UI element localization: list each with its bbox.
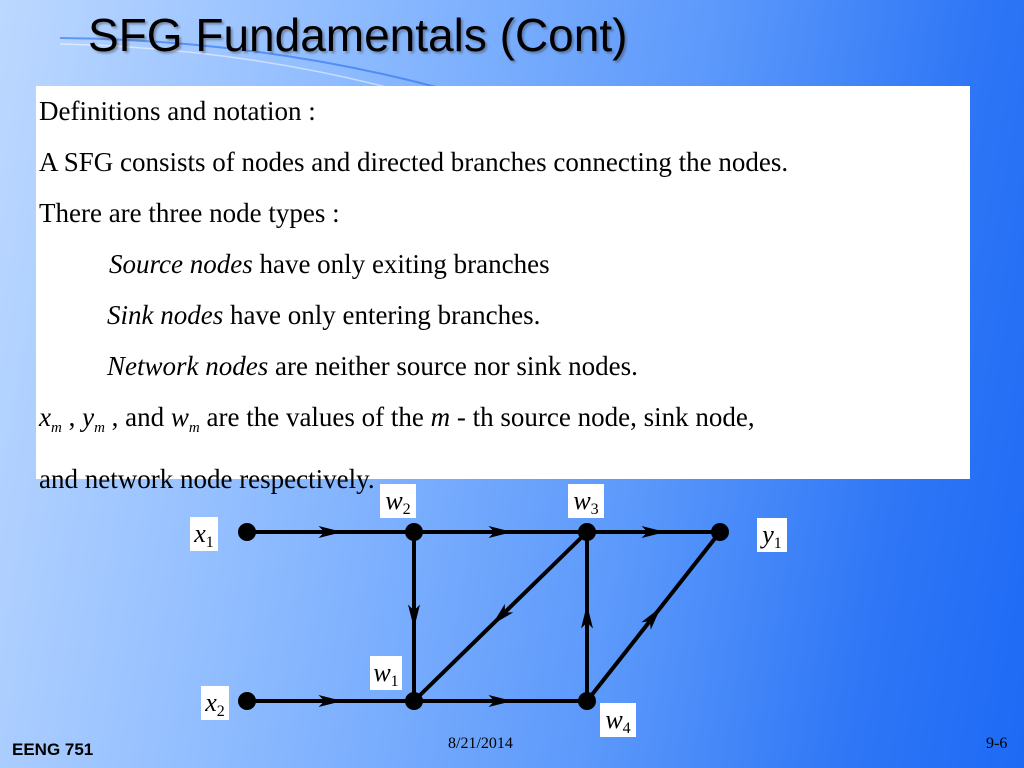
sink-nodes-term: Sink nodes	[107, 300, 224, 330]
node-label-var: w	[385, 486, 403, 515]
var-x: x	[39, 402, 51, 432]
branch-w3-w1	[412, 530, 589, 703]
node-label-sub: 1	[205, 534, 214, 551]
node-label-w4: w4	[600, 703, 636, 737]
var-sep2: , and	[104, 402, 171, 432]
slide-title: SFG Fundamentals (Cont)	[88, 9, 628, 61]
footer-date: 8/21/2014	[448, 735, 513, 752]
node-label-sub: 4	[622, 720, 631, 737]
branch-w3-y1	[587, 526, 720, 538]
arrowhead	[318, 695, 343, 707]
node-label-sub: 1	[773, 535, 782, 552]
node-label-var: w	[605, 705, 623, 734]
branch-w2-w3	[414, 526, 587, 538]
source-nodes-line: Source nodes have only exiting branches	[39, 239, 970, 290]
node-label-x1: x1	[190, 517, 218, 551]
node-label-sub: 1	[390, 673, 399, 690]
branch-w1-w4	[414, 695, 587, 707]
node-label-w2: w2	[380, 484, 416, 518]
node-w2	[405, 523, 423, 541]
node-x1	[238, 523, 256, 541]
arrowhead	[581, 604, 593, 629]
node-label-sub: 3	[590, 501, 599, 518]
node-w1	[405, 692, 423, 710]
branch-w4-w3	[581, 532, 593, 701]
arrowhead	[491, 603, 514, 625]
var-y-sub: m	[94, 420, 105, 436]
arrowhead	[408, 604, 420, 629]
page-number: 9-6	[986, 735, 1008, 752]
variables-line: xm , ym , and wm are the values of the m…	[39, 392, 970, 454]
node-label-w3: w3	[568, 484, 604, 518]
var-w-sub: m	[188, 420, 200, 436]
node-label-y1: y1	[757, 518, 787, 552]
var-end: - th source node, sink node,	[450, 402, 755, 432]
arrowhead	[318, 526, 343, 538]
node-y1	[711, 523, 729, 541]
arrowhead	[641, 526, 666, 538]
var-y: y	[82, 402, 95, 432]
var-sep1: ,	[61, 402, 83, 432]
sink-nodes-line: Sink nodes have only entering branches.	[39, 290, 970, 341]
network-nodes-term: Network nodes	[107, 351, 269, 381]
var-m: m	[430, 402, 451, 432]
definitions-textbox: Definitions and notation : A SFG consist…	[36, 86, 970, 494]
branch-w4-y1	[585, 530, 722, 703]
sfg-definition: A SFG consists of nodes and directed bra…	[39, 147, 789, 177]
source-nodes-desc: have only exiting branches	[252, 249, 550, 279]
sink-nodes-desc: have only entering branches.	[223, 300, 541, 330]
node-label-var: w	[573, 486, 591, 515]
node-w4	[578, 692, 596, 710]
node-label-x2: x2	[201, 686, 229, 720]
branch-x2-w1	[247, 695, 414, 707]
arrowhead	[488, 695, 513, 707]
node-label-w1: w1	[370, 656, 402, 690]
var-x-sub: m	[50, 420, 62, 436]
var-mid: are the values of the	[199, 402, 431, 432]
node-label-sub: 2	[402, 501, 411, 518]
node-label-var: x	[194, 519, 206, 548]
course-code: EENG 751	[12, 740, 94, 759]
node-label-var: w	[373, 658, 391, 687]
node-label-sub: 2	[216, 703, 225, 720]
node-label-var: x	[205, 688, 217, 717]
definitions-heading: Definitions and notation :	[39, 96, 316, 126]
source-nodes-term: Source nodes	[109, 249, 253, 279]
title-swoosh-decoration	[59, 37, 441, 97]
node-types-intro: There are three node types :	[39, 198, 340, 228]
node-w3	[578, 523, 596, 541]
branch-w2-w1	[408, 532, 420, 701]
arrowhead	[641, 607, 661, 630]
respectively-line: and network node respectively.	[39, 464, 375, 494]
branch-x1-w2	[247, 526, 414, 538]
network-nodes-line: Network nodes are neither source nor sin…	[39, 341, 970, 392]
network-nodes-desc: are neither source nor sink nodes.	[268, 351, 638, 381]
var-w: w	[170, 402, 189, 432]
arrowhead	[488, 526, 513, 538]
node-label-var: y	[762, 520, 774, 549]
node-x2	[238, 692, 256, 710]
